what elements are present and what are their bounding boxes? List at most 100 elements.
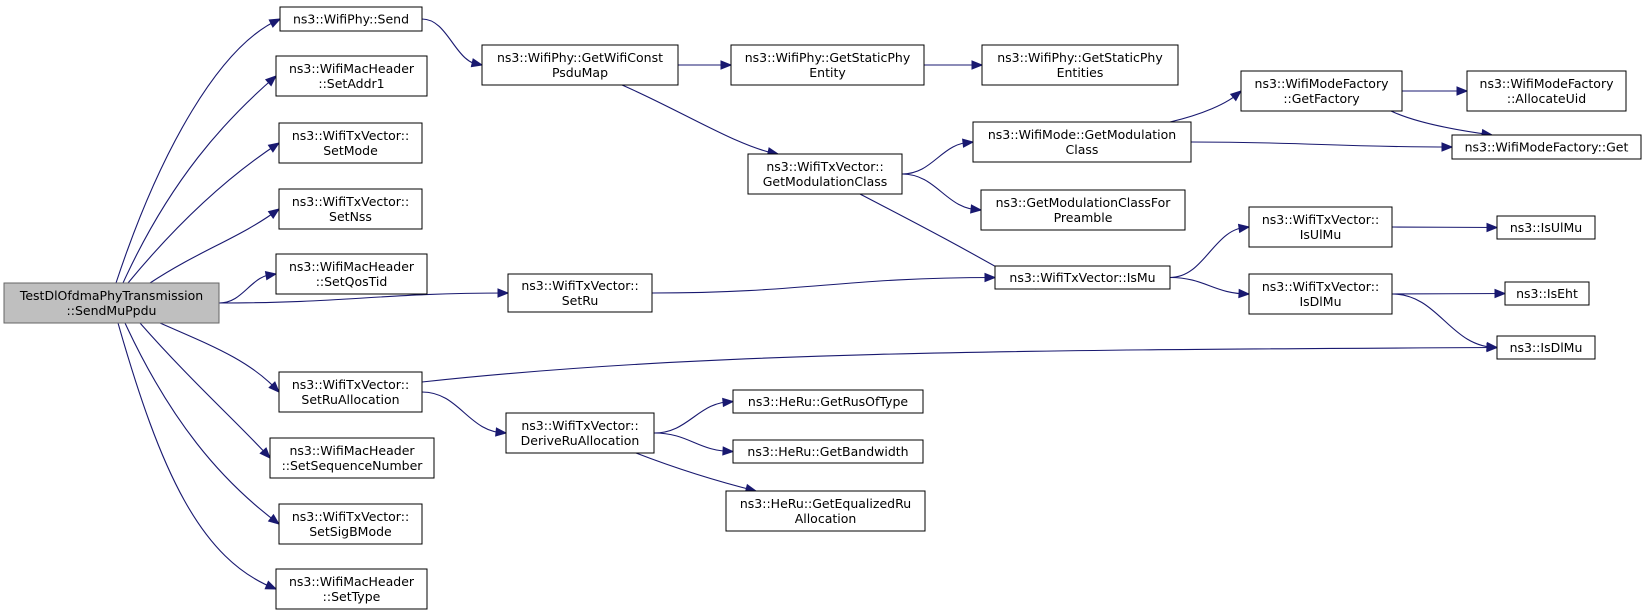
node-mode-get-mod-class[interactable]: ns3::WifiMode::GetModulationClass — [972, 121, 1192, 163]
edge-line — [653, 400, 734, 434]
node-get-factory[interactable]: ns3::WifiModeFactory::GetFactory — [1240, 70, 1403, 112]
node-label: ::SetSequenceNumber — [282, 458, 424, 473]
edge-line — [139, 322, 271, 459]
edge-root-to-set-ru — [218, 288, 510, 304]
edge-line — [127, 142, 280, 284]
node-get-bandwidth[interactable]: ns3::HeRu::GetBandwidth — [732, 439, 924, 464]
node-label: SetNss — [329, 209, 372, 224]
node-label: ::SetType — [323, 589, 381, 604]
edge-get-factory-to-factory-get — [1390, 110, 1494, 139]
node-set-qos-tid[interactable]: ns3::WifiMacHeader::SetQosTid — [275, 253, 428, 295]
edge-line — [421, 346, 1498, 383]
node-set-type[interactable]: ns3::WifiMacHeader::SetType — [275, 568, 428, 610]
node-set-ru-allocation[interactable]: ns3::WifiTxVector::SetRuAllocation — [278, 371, 423, 413]
edge-tx-is-dl-mu-to-is-eht — [1391, 288, 1507, 299]
node-label: ns3::HeRu::GetEqualizedRu — [740, 496, 911, 511]
node-label: ns3::WifiModeFactory::Get — [1465, 140, 1629, 155]
arrowhead-icon — [1441, 142, 1454, 152]
node-phy-send[interactable]: ns3::WifiPhy::Send — [279, 6, 423, 32]
edge-line — [653, 432, 734, 453]
node-label: ::SetQosTid — [316, 274, 388, 289]
arrowhead-icon — [264, 75, 278, 87]
arrowhead-icon — [268, 18, 282, 28]
node-label: ns3::WifiPhy::GetStaticPhy — [997, 50, 1163, 65]
node-set-ru[interactable]: ns3::WifiTxVector::SetRu — [507, 273, 653, 313]
node-set-sig-b[interactable]: ns3::WifiTxVector::SetSigBMode — [278, 503, 423, 545]
node-is-ul-mu[interactable]: ns3::IsUlMu — [1496, 215, 1596, 240]
node-is-dl-mu[interactable]: ns3::IsDlMu — [1496, 335, 1596, 360]
edge-line — [117, 322, 277, 590]
node-set-addr1[interactable]: ns3::WifiMacHeader::SetAddr1 — [275, 55, 428, 97]
node-label: ::SetAddr1 — [318, 76, 384, 91]
node-label: ns3::WifiTxVector:: — [1262, 279, 1379, 294]
node-label: ns3::WifiModeFactory — [1255, 76, 1390, 91]
node-box — [980, 189, 1186, 231]
node-box — [279, 6, 423, 32]
node-tx-is-dl-mu[interactable]: ns3::WifiTxVector::IsDlMu — [1248, 273, 1393, 315]
node-root[interactable]: TestDlOfdmaPhyTransmission::SendMuPpdu — [3, 282, 220, 324]
node-box — [1240, 70, 1403, 112]
node-label: SetRuAllocation — [301, 392, 399, 407]
node-label: ns3::WifiTxVector:: — [292, 509, 409, 524]
node-get-rus-of-type[interactable]: ns3::HeRu::GetRusOfType — [732, 389, 924, 414]
node-label: ns3::WifiMacHeader — [289, 259, 415, 274]
node-label: Allocation — [795, 511, 857, 526]
edge-is-mu-to-tx-is-ul-mu — [1169, 223, 1251, 279]
node-is-eht[interactable]: ns3::IsEht — [1504, 281, 1590, 306]
edge-line — [122, 75, 277, 284]
node-label: ns3::HeRu::GetRusOfType — [748, 394, 908, 409]
node-label: ns3::WifiPhy::Send — [293, 12, 409, 27]
node-box — [481, 44, 679, 86]
node-label: Class — [1066, 142, 1099, 157]
edge-root-to-set-mode — [127, 142, 281, 284]
node-tx-get-mod-class[interactable]: ns3::WifiTxVector::GetModulationClass — [747, 153, 903, 195]
node-label: ns3::WifiPhy::GetWifiConst — [497, 50, 663, 65]
node-allocate-uid[interactable]: ns3::WifiModeFactory::AllocateUid — [1466, 70, 1627, 112]
node-label: ns3::WifiTxVector:: — [1262, 212, 1379, 227]
arrowhead-icon — [1237, 223, 1251, 234]
node-set-mode[interactable]: ns3::WifiTxVector::SetMode — [278, 122, 423, 164]
node-box — [278, 371, 423, 413]
node-factory-get[interactable]: ns3::WifiModeFactory::Get — [1451, 134, 1642, 160]
node-derive-ru[interactable]: ns3::WifiTxVector::DeriveRuAllocation — [505, 412, 655, 454]
edge-line — [218, 292, 509, 304]
edge-line — [1169, 276, 1250, 295]
node-box — [275, 568, 428, 610]
edge-tx-is-dl-mu-to-is-dl-mu — [1391, 293, 1499, 352]
node-label: ns3::WifiTxVector:: — [521, 278, 638, 293]
edge-layer — [115, 18, 1507, 590]
edge-root-to-set-ru-allocation — [159, 322, 280, 393]
node-label: ns3::WifiMacHeader — [289, 443, 415, 458]
edge-set-ru-to-is-mu — [651, 272, 997, 294]
node-label: ns3::IsDlMu — [1510, 340, 1583, 355]
node-is-mu[interactable]: ns3::WifiTxVector::IsMu — [994, 265, 1171, 290]
node-box — [747, 153, 903, 195]
node-set-seq[interactable]: ns3::WifiMacHeader::SetSequenceNumber — [269, 437, 435, 479]
arrowhead-icon — [1238, 288, 1251, 299]
arrowhead-icon — [268, 381, 280, 393]
edge-line — [159, 322, 280, 393]
node-label: ns3::WifiModeFactory — [1480, 76, 1615, 91]
node-box — [275, 55, 428, 97]
node-label: ns3::WifiMacHeader — [289, 61, 415, 76]
edge-derive-ru-to-get-rus-of-type — [653, 397, 735, 434]
edge-line — [651, 276, 996, 294]
node-box — [1248, 206, 1393, 248]
edge-line — [901, 141, 974, 175]
node-box — [278, 122, 423, 164]
node-set-nss[interactable]: ns3::WifiTxVector::SetNss — [278, 188, 423, 230]
node-label: ns3::WifiTxVector:: — [292, 194, 409, 209]
node-tx-is-ul-mu[interactable]: ns3::WifiTxVector::IsUlMu — [1248, 206, 1393, 248]
arrowhead-icon — [470, 58, 484, 68]
arrowhead-icon — [722, 446, 735, 456]
node-label: ns3::WifiTxVector:: — [292, 377, 409, 392]
edge-mode-get-mod-class-to-get-factory — [1169, 90, 1243, 123]
node-box — [981, 44, 1179, 86]
node-box — [507, 273, 653, 313]
